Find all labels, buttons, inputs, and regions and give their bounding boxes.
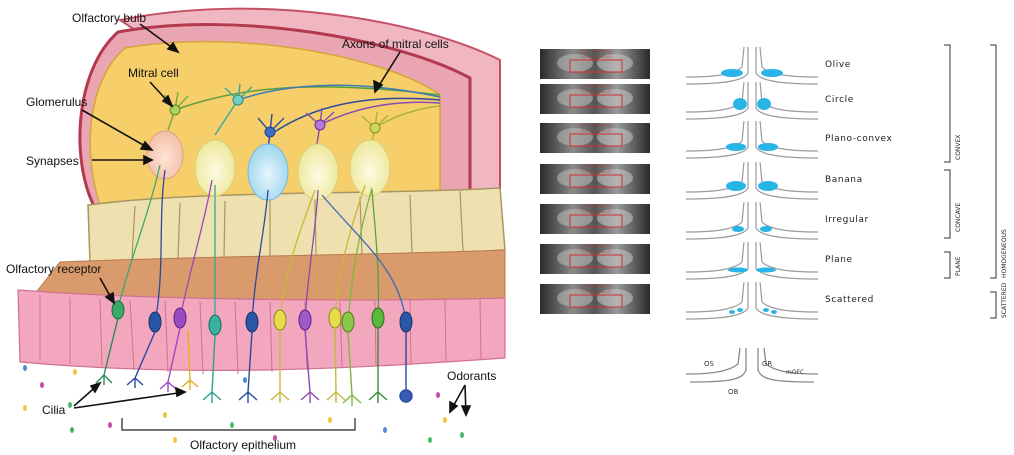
shape-row-circle: Circle (540, 82, 854, 119)
shape-schematic (686, 282, 818, 319)
olfactory-bulb-blob (761, 69, 783, 77)
group-label-homogeneous: HOMOGENEOUS (1001, 229, 1008, 278)
shape-row-plano-convex: Plano-convex (540, 121, 893, 158)
reference-schematic: OS GR mOFC OB (686, 348, 818, 396)
olfactory-bulb-blob (726, 143, 746, 151)
shape-row-irregular: Irregular (540, 202, 869, 239)
group-label-convex: CONVEX (955, 135, 962, 160)
olfactory-bulb-blob (737, 308, 743, 312)
olfactory-bulb-blob (721, 69, 743, 77)
mri-thumbnail (540, 123, 650, 153)
olfactory-bulb-blob (726, 181, 746, 191)
label-olfactory-epithelium: Olfactory epithelium (190, 438, 296, 452)
shape-label: Plano-convex (825, 134, 893, 144)
olfactory-bulb-blob (756, 268, 776, 273)
olfactory-bulb-blob (729, 310, 735, 314)
ref-label-gr: GR (762, 360, 772, 368)
group-label-plane: PLANE (955, 256, 962, 276)
label-olfactory-receptor: Olfactory receptor (6, 262, 101, 276)
glomerulus-yellow-3 (350, 140, 390, 196)
mri-thumbnail (540, 204, 650, 234)
olfactory-bulb-blob (763, 308, 769, 312)
shape-row-plane: Plane (540, 242, 853, 279)
shape-row-olive: Olive (540, 47, 851, 84)
shape-label: Circle (825, 95, 854, 105)
epithelium-layer (18, 290, 505, 370)
shape-label: Plane (825, 255, 853, 265)
olfactory-bulb-blob (757, 98, 771, 110)
shape-schematic (686, 82, 818, 119)
shape-schematic (686, 47, 818, 84)
shape-schematic (686, 202, 818, 239)
epithelium-bracket (122, 418, 355, 430)
shape-schematic (686, 162, 818, 199)
ref-label-os: OS (704, 360, 715, 368)
shape-schematic (686, 242, 818, 279)
olfactory-anatomy-illustration: Olfactory bulb Axons of mitral cells Mit… (6, 9, 505, 452)
group-brackets (944, 45, 996, 318)
label-synapses: Synapses (26, 154, 79, 168)
ob-shape-classification: OliveCirclePlano-convexBananaIrregularPl… (540, 47, 893, 319)
odorant-particles (23, 365, 464, 443)
shape-row-banana: Banana (540, 162, 863, 199)
ref-label-mofc: mOFC (786, 369, 804, 376)
shape-label: Olive (825, 60, 851, 70)
ref-label-ob: OB (728, 388, 739, 396)
mri-thumbnail (540, 164, 650, 194)
label-cilia: Cilia (42, 403, 66, 417)
shape-label: Scattered (825, 295, 874, 305)
group-label-concave: CONCAVE (955, 203, 962, 232)
shape-schematic (686, 121, 818, 158)
olfactory-bulb-blob (758, 181, 778, 191)
mri-thumbnail (540, 284, 650, 314)
label-olfactory-bulb: Olfactory bulb (72, 11, 146, 25)
mri-thumbnail (540, 244, 650, 274)
mri-thumbnail (540, 84, 650, 114)
label-axons-of-mitral-cells: Axons of mitral cells (342, 37, 449, 51)
olfactory-bulb-blob (758, 143, 778, 151)
label-glomerulus: Glomerulus (26, 95, 87, 109)
shape-label: Irregular (825, 215, 869, 225)
olfactory-bulb-blob (728, 268, 748, 273)
olfactory-bulb-blob (732, 226, 744, 232)
shape-label: Banana (825, 175, 863, 185)
group-label-scattered: SCATTERED (1001, 282, 1008, 318)
mri-thumbnail (540, 49, 650, 79)
olfactory-bulb-blob (771, 310, 777, 314)
label-mitral-cell: Mitral cell (128, 66, 179, 80)
label-odorants: Odorants (447, 369, 496, 383)
olfactory-bulb-blob (760, 226, 772, 232)
shape-row-scattered: Scattered (540, 282, 874, 319)
olfactory-bulb-blob (733, 98, 747, 110)
